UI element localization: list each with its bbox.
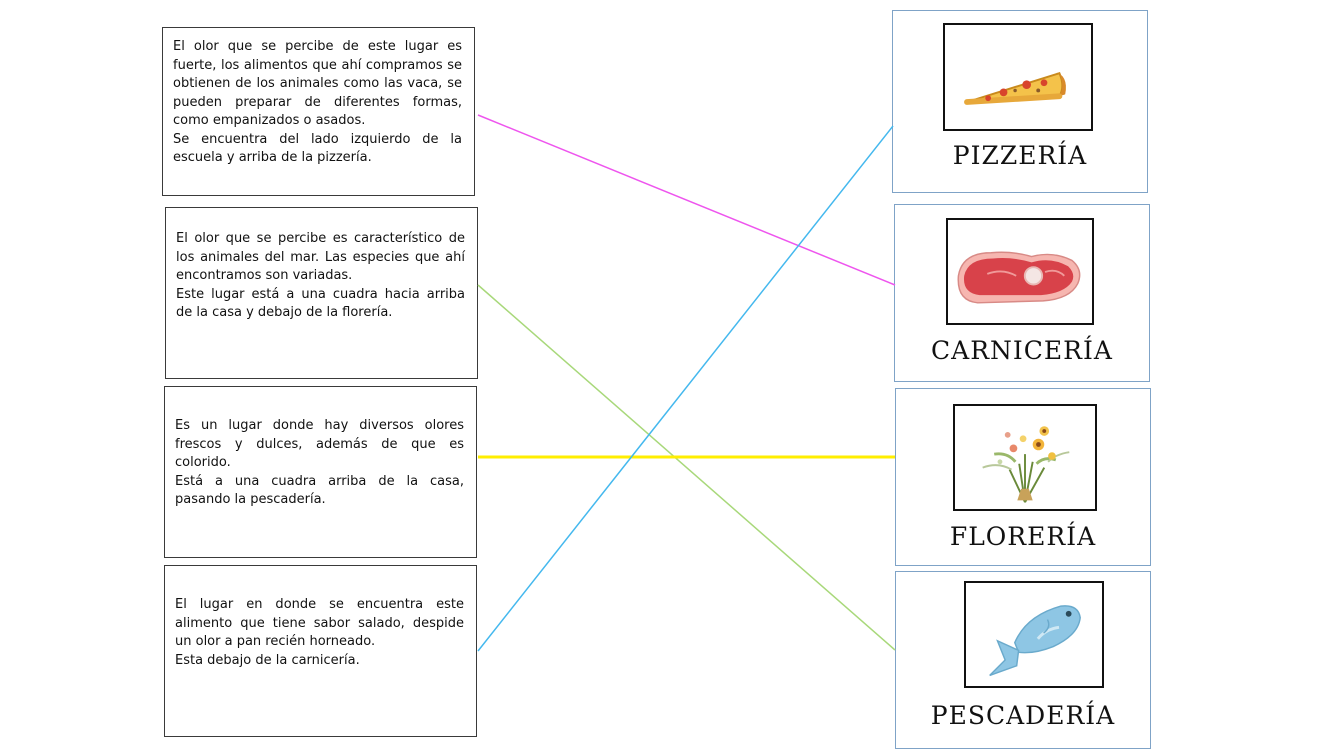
place-card-pizzeria[interactable]: PIZZERÍA bbox=[892, 10, 1148, 193]
fish-icon bbox=[964, 581, 1104, 688]
place-label-floreria: FLORERÍA bbox=[949, 522, 1097, 551]
place-label-carniceria: CARNICERÍA bbox=[931, 336, 1113, 365]
description-text-3: Es un lugar donde hay diversos olores fr… bbox=[175, 418, 464, 507]
meat-steak-icon bbox=[946, 218, 1094, 325]
place-card-floreria[interactable]: FLORERÍA bbox=[895, 388, 1151, 566]
description-text-4: El lugar en donde se encuentra este alim… bbox=[175, 597, 464, 668]
connection-line-2-to-pescaderia bbox=[477, 284, 896, 651]
description-box-3[interactable]: Es un lugar donde hay diversos olores fr… bbox=[164, 386, 477, 558]
place-label-pizzeria: PIZZERÍA bbox=[952, 141, 1088, 170]
place-card-pescaderia[interactable]: PESCADERÍA bbox=[895, 571, 1151, 749]
connection-line-4-to-pizzeria bbox=[477, 125, 894, 652]
pizza-slice-icon bbox=[943, 23, 1093, 131]
place-label-pescaderia: PESCADERÍA bbox=[930, 701, 1116, 730]
description-box-1[interactable]: El olor que se percibe de este lugar es … bbox=[162, 27, 475, 196]
description-text-2: El olor que se percibe es característico… bbox=[176, 231, 465, 320]
description-box-2[interactable]: El olor que se percibe es característico… bbox=[165, 207, 478, 379]
description-box-4[interactable]: El lugar en donde se encuentra este alim… bbox=[164, 565, 477, 737]
description-text-1: El olor que se percibe de este lugar es … bbox=[173, 39, 462, 165]
flower-bouquet-icon bbox=[953, 404, 1097, 511]
connection-line-1-to-carniceria bbox=[477, 114, 896, 286]
place-card-carniceria[interactable]: CARNICERÍA bbox=[894, 204, 1150, 382]
